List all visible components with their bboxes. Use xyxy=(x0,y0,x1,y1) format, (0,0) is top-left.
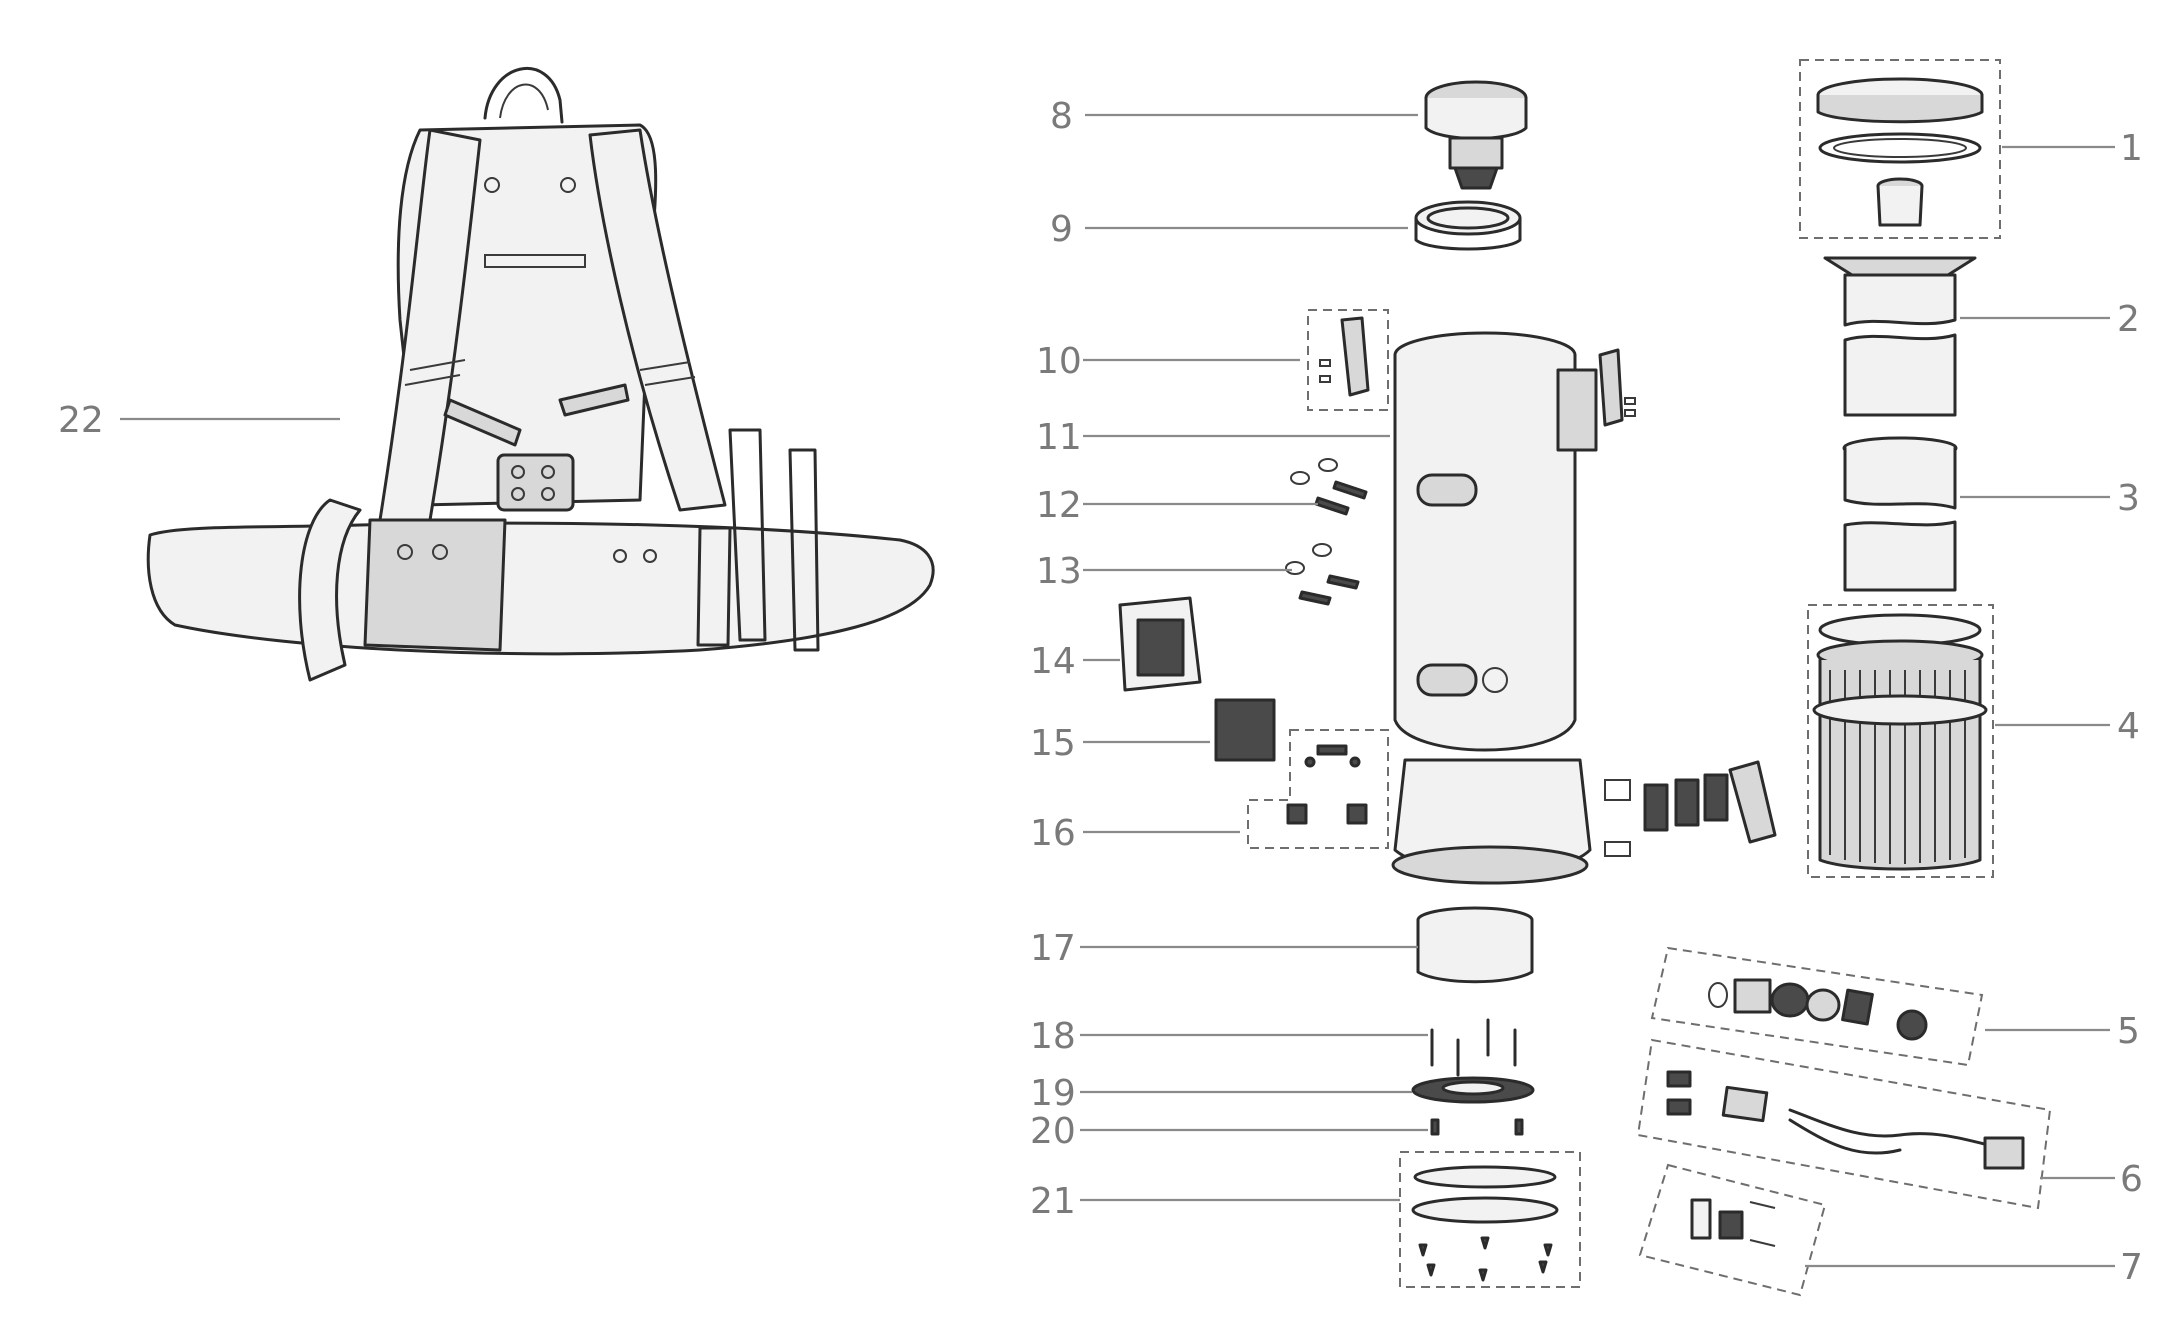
screw-set-13 xyxy=(1285,543,1360,606)
callout-2: 2 xyxy=(2117,299,2140,340)
callout-12: 12 xyxy=(1036,485,1082,526)
callout-8: 8 xyxy=(1050,96,1073,137)
exhaust-cover xyxy=(1118,596,1202,692)
callout-numbers: 22 8 9 10 11 12 13 14 15 16 17 18 19 20 … xyxy=(58,96,2143,1288)
callout-6: 6 xyxy=(2120,1159,2143,1200)
callout-16: 16 xyxy=(1030,813,1076,854)
tie-rods xyxy=(1430,1018,1517,1077)
pins xyxy=(1430,1118,1524,1136)
base-ring xyxy=(1416,906,1534,984)
hose-port-parts xyxy=(1650,946,1984,1067)
callout-14: 14 xyxy=(1030,641,1076,682)
main-housing xyxy=(1391,331,1598,885)
power-cord-parts xyxy=(1636,1038,2052,1210)
callout-19: 19 xyxy=(1030,1073,1076,1114)
side-switch-panel xyxy=(1604,760,1777,857)
callout-20: 20 xyxy=(1030,1111,1076,1152)
cartridge-filter xyxy=(1807,604,1994,878)
callout-1: 1 xyxy=(2120,128,2143,169)
exhaust-filter-pad xyxy=(1214,698,1276,762)
callout-7: 7 xyxy=(2120,1247,2143,1288)
callout-22: 22 xyxy=(58,400,104,441)
switch-parts xyxy=(1638,1163,1827,1297)
callout-9: 9 xyxy=(1050,209,1073,250)
callout-21: 21 xyxy=(1030,1181,1076,1222)
motor xyxy=(1424,80,1528,190)
leader-lines xyxy=(120,113,2115,1268)
callout-18: 18 xyxy=(1030,1016,1076,1057)
latch-assembly-right xyxy=(1598,348,1636,427)
callout-11: 11 xyxy=(1036,417,1082,458)
switch-hardware xyxy=(1247,729,1389,849)
lid-assembly xyxy=(1799,59,2001,239)
motor-gasket xyxy=(1414,200,1522,251)
base-plate xyxy=(1411,1076,1535,1104)
callout-3: 3 xyxy=(2117,478,2140,519)
callout-4: 4 xyxy=(2117,706,2140,747)
secondary-filter xyxy=(1842,436,1958,592)
callout-17: 17 xyxy=(1030,928,1076,969)
callout-10: 10 xyxy=(1036,341,1082,382)
screw-set-12 xyxy=(1290,458,1368,516)
latch-assembly-left xyxy=(1307,309,1389,411)
filter-bag xyxy=(1823,256,1977,417)
callout-5: 5 xyxy=(2117,1011,2140,1052)
backpack-harness xyxy=(146,67,935,682)
bumper-set xyxy=(1399,1151,1581,1288)
callout-15: 15 xyxy=(1030,723,1076,764)
callout-13: 13 xyxy=(1036,551,1082,592)
